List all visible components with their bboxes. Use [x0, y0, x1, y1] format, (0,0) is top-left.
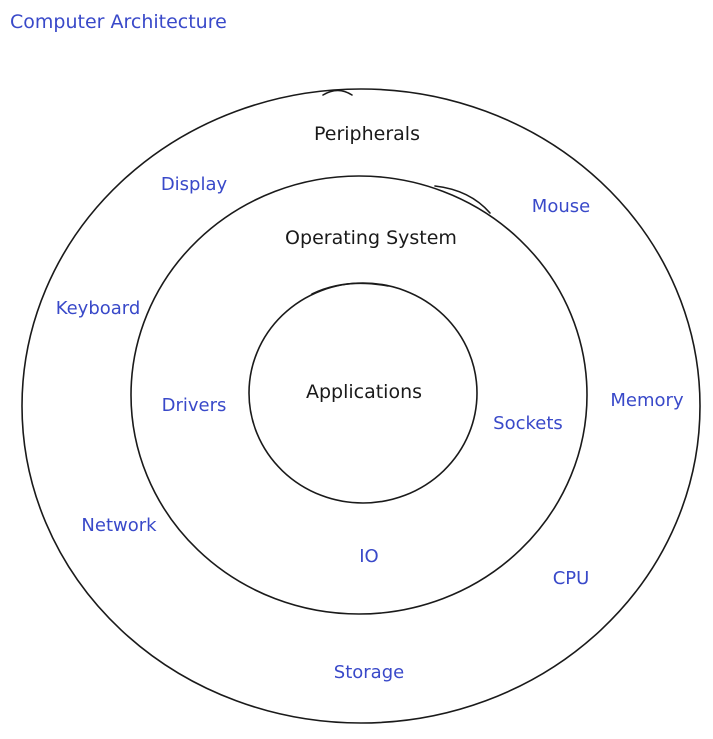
operating-system-label: Operating System — [285, 227, 457, 249]
peripheral-item-keyboard: Keyboard — [56, 298, 141, 319]
diagram-title: Computer Architecture — [10, 11, 227, 33]
middle-ring-operating-system — [130, 175, 588, 615]
peripherals-label: Peripherals — [314, 123, 420, 145]
middle-ring-outline — [130, 175, 588, 615]
outer-ring-outline — [21, 88, 701, 724]
middle-ring-sketch-overlap — [434, 185, 491, 214]
peripheral-item-display: Display — [161, 174, 228, 195]
outer-ring-sketch-overlap — [322, 89, 353, 96]
peripheral-item-cpu: CPU — [553, 568, 590, 589]
applications-label: Applications — [306, 381, 422, 403]
peripheral-item-network: Network — [81, 515, 157, 536]
inner-ring-sketch-overlap — [311, 282, 389, 295]
peripheral-item-storage: Storage — [334, 662, 404, 683]
inner-ring-applications — [248, 282, 478, 504]
outer-ring-peripherals — [21, 88, 701, 724]
peripheral-item-memory: Memory — [610, 390, 684, 411]
peripheral-item-mouse: Mouse — [532, 196, 590, 217]
os-item-io: IO — [359, 546, 378, 567]
os-item-drivers: Drivers — [162, 395, 227, 416]
os-item-sockets: Sockets — [493, 413, 563, 434]
